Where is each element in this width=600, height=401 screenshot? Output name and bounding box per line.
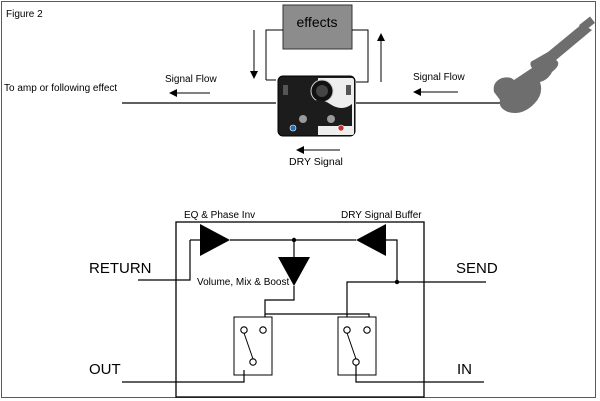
in-label: IN xyxy=(457,361,472,378)
effects-box xyxy=(282,4,353,50)
dry-buffer-label: DRY Signal Buffer xyxy=(341,210,422,221)
volume-mix-label: Volume, Mix & Boost xyxy=(197,277,289,288)
signal-flow-left-label: Signal Flow xyxy=(165,74,217,85)
effects-pedal-icon xyxy=(277,75,356,137)
dry-signal-label: DRY Signal xyxy=(289,156,343,168)
eq-phase-amplifier xyxy=(200,224,230,256)
effects-label: effects xyxy=(297,14,338,30)
electric-guitar-icon xyxy=(493,16,595,113)
dry-buffer-amplifier xyxy=(356,224,386,256)
figure-label: Figure 2 xyxy=(6,9,43,20)
pedal-enclosure xyxy=(175,221,425,398)
out-label: OUT xyxy=(89,361,121,378)
send-label: SEND xyxy=(456,260,498,277)
left-footswitch xyxy=(233,316,273,376)
return-label: RETURN xyxy=(89,260,152,277)
amp-destination-label: To amp or following effect xyxy=(4,83,117,94)
right-footswitch xyxy=(337,316,377,376)
volume-mix-amplifier xyxy=(278,257,310,286)
signal-flow-right-label: Signal Flow xyxy=(413,72,465,83)
eq-phase-label: EQ & Phase Inv xyxy=(184,210,255,221)
